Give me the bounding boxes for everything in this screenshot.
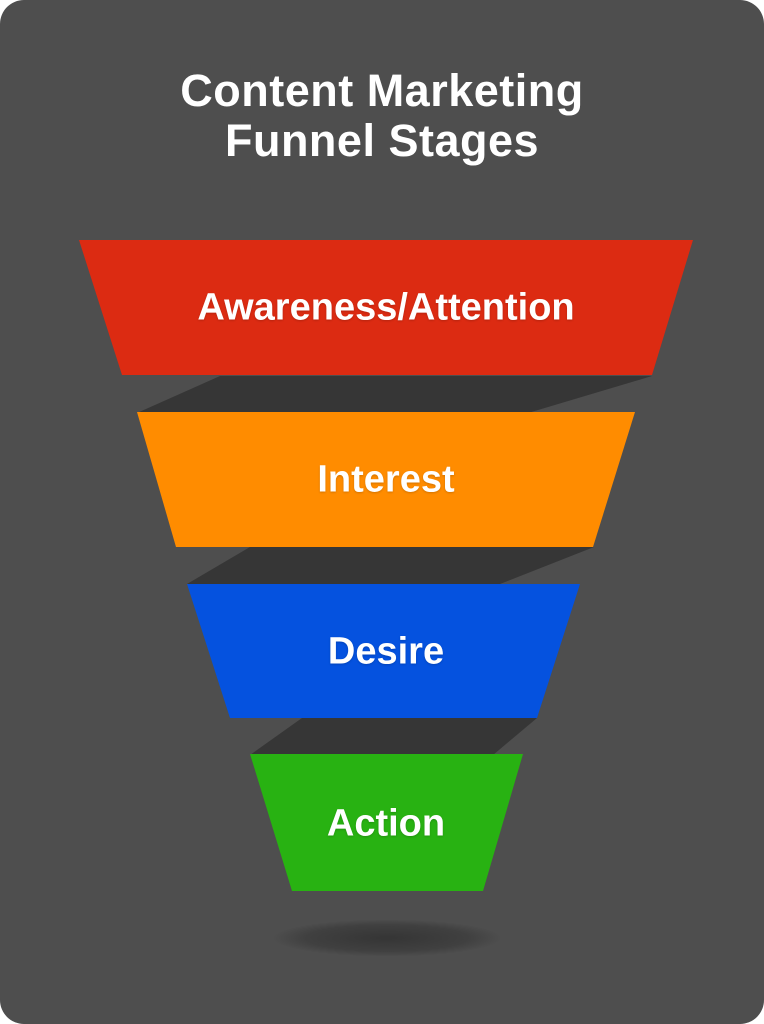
fold-shadow-1 [137,376,652,413]
funnel-stage-interest [137,412,635,547]
stage-label-desire: Desire [327,630,445,673]
fold-shadow-3 [250,718,537,755]
stage-label-awareness: Awareness/Attention [197,286,575,329]
stage-label-action: Action [326,802,446,845]
page-title: Content Marketing Funnel Stages [180,65,584,167]
fold-shadow-2 [187,547,594,584]
stage-label-interest: Interest [317,458,455,501]
funnel-stage-action [250,754,523,891]
floor-shadow [240,914,534,962]
funnel-stage-awareness [79,240,693,375]
funnel-stage-desire [187,584,580,718]
